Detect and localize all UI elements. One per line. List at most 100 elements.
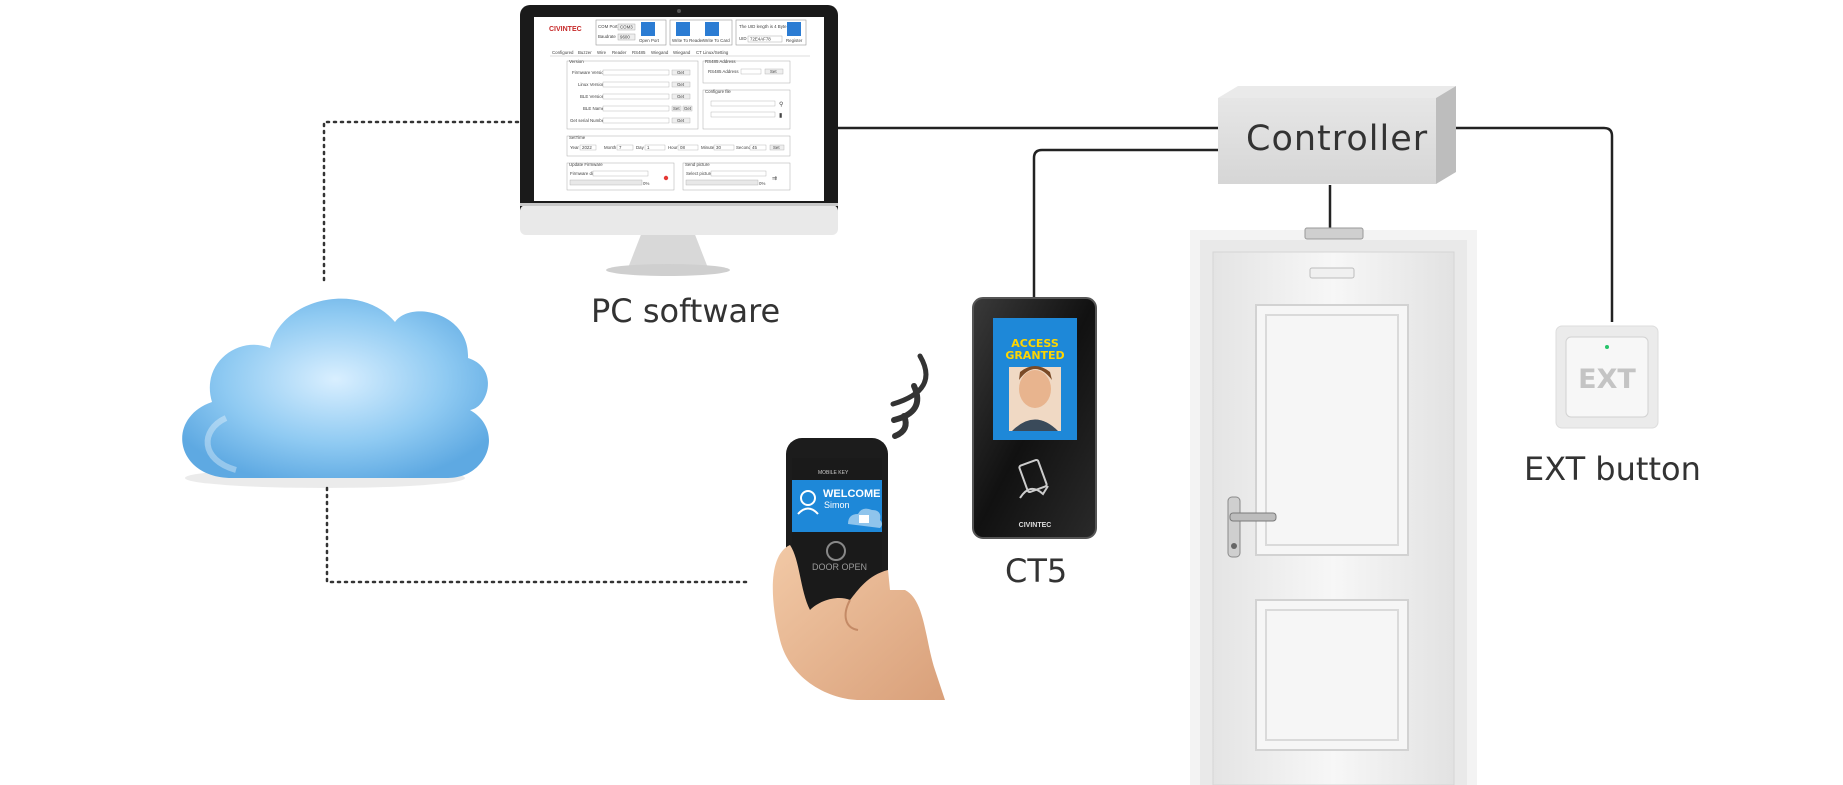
save-icon[interactable]: ▮ bbox=[779, 113, 782, 119]
svg-text:Update Firmware: Update Firmware bbox=[569, 162, 603, 167]
svg-text:Write To Reader: Write To Reader bbox=[672, 38, 704, 43]
tab-ct-linux-setting[interactable]: CT Linux/Setting bbox=[696, 50, 729, 55]
controller-label: Controller bbox=[1246, 119, 1429, 159]
network-dotted-lines bbox=[322, 120, 750, 584]
write-to-card-icon[interactable] bbox=[705, 22, 719, 36]
tab-wire[interactable]: Wire bbox=[597, 50, 607, 55]
svg-text:Set: Set bbox=[673, 106, 680, 111]
uid-input[interactable] bbox=[747, 35, 783, 43]
user-icon bbox=[800, 490, 816, 506]
baudrate-select[interactable] bbox=[617, 33, 636, 41]
version-rows: Firmware Version Get Linux Version Get B… bbox=[570, 69, 693, 124]
svg-text:Year: Year bbox=[570, 145, 579, 150]
svg-text:Open Port: Open Port bbox=[639, 38, 660, 43]
ext-button-label: EXT button bbox=[1524, 450, 1701, 488]
get-ble-version-button[interactable] bbox=[671, 93, 691, 100]
face-photo bbox=[1019, 370, 1051, 408]
svg-text:Month: Month bbox=[604, 145, 617, 150]
cloud-to-phone-line bbox=[325, 486, 750, 584]
pc-app-window: CIVINTEC COM Port COM3 Baudrate 9600 Ope… bbox=[549, 19, 810, 191]
svg-text:2022: 2022 bbox=[582, 145, 592, 150]
picture-progress bbox=[685, 179, 759, 186]
svg-text:1: 1 bbox=[647, 145, 650, 150]
ct5-reader bbox=[972, 297, 1097, 539]
svg-text:SetTime: SetTime bbox=[569, 135, 586, 140]
svg-text:Get serial Number: Get serial Number bbox=[570, 118, 606, 123]
get-ble-name-button[interactable] bbox=[682, 105, 693, 112]
set-rs485-button[interactable] bbox=[764, 68, 784, 75]
svg-text:Configure file: Configure file bbox=[705, 89, 731, 94]
svg-text:COM Port: COM Port bbox=[598, 24, 618, 29]
svg-text:Get: Get bbox=[677, 82, 685, 87]
svg-text:0%: 0% bbox=[643, 181, 649, 186]
open-port-icon[interactable] bbox=[641, 22, 655, 36]
phone-welcome: WELCOME bbox=[823, 488, 881, 500]
com-port-select[interactable] bbox=[617, 23, 636, 31]
svg-text:Minute: Minute bbox=[701, 145, 715, 150]
svg-text:Set: Set bbox=[773, 145, 780, 150]
svg-text:45: 45 bbox=[752, 145, 757, 150]
phone-header: MOBILE KEY bbox=[818, 470, 849, 476]
svg-text:The UID length is 4 Byte: The UID length is 4 Byte bbox=[739, 24, 787, 29]
get-serial-button[interactable] bbox=[671, 117, 691, 124]
svg-text:Second: Second bbox=[736, 145, 751, 150]
svg-text:RS485 Address: RS485 Address bbox=[708, 69, 739, 74]
write-to-reader-icon[interactable] bbox=[676, 22, 690, 36]
tab-wiegand-2[interactable]: Wiegand bbox=[673, 50, 691, 55]
controller-box bbox=[1218, 86, 1456, 184]
svg-text:7: 7 bbox=[619, 145, 622, 150]
svg-text:Register: Register bbox=[786, 38, 803, 43]
svg-text:Write To Card: Write To Card bbox=[703, 38, 730, 43]
svg-text:Get: Get bbox=[684, 106, 692, 111]
tab-wiegand-1[interactable]: Wiegand bbox=[651, 50, 669, 55]
svg-text:Hour: Hour bbox=[668, 145, 678, 150]
svg-text:BLE Version: BLE Version bbox=[580, 94, 605, 99]
send-icon[interactable]: ⇉ bbox=[772, 175, 777, 182]
svg-text:Get: Get bbox=[677, 94, 685, 99]
get-firmware-button[interactable] bbox=[671, 69, 691, 76]
ext-button-face[interactable]: EXT bbox=[1578, 364, 1636, 395]
pc-software-label: PC software bbox=[591, 292, 781, 330]
tab-reader[interactable]: Reader bbox=[612, 50, 627, 55]
firmware-progress bbox=[569, 179, 643, 186]
ct5-brand: CIVINTEC bbox=[1018, 522, 1052, 529]
svg-text:UID: UID bbox=[739, 36, 747, 41]
pc-monitor: CIVINTEC COM Port COM3 Baudrate 9600 Ope… bbox=[520, 5, 838, 276]
tab-rs485[interactable]: RS485 bbox=[632, 50, 646, 55]
link-icon[interactable]: ⚲ bbox=[779, 101, 783, 108]
svg-text:Firmware Version: Firmware Version bbox=[572, 70, 607, 75]
svg-text:Select picture: Select picture bbox=[686, 171, 713, 176]
wiring bbox=[836, 126, 1614, 322]
set-ble-name-button[interactable] bbox=[671, 105, 682, 112]
door-handle bbox=[1227, 496, 1241, 558]
register-icon[interactable] bbox=[787, 22, 801, 36]
svg-text:COM3: COM3 bbox=[620, 25, 633, 30]
svg-text:Firmware dir: Firmware dir bbox=[570, 171, 595, 176]
svg-text:Set: Set bbox=[770, 69, 777, 74]
get-linux-button[interactable] bbox=[671, 81, 691, 88]
svg-text:9600: 9600 bbox=[620, 35, 630, 40]
pc-app-tabs: Configured Buzzer Wire Reader RS485 Wieg… bbox=[552, 50, 729, 55]
tab-configured[interactable]: Configured bbox=[552, 50, 574, 55]
set-time-button[interactable] bbox=[769, 144, 785, 151]
ct5-access-line1: ACCESS bbox=[1011, 337, 1059, 350]
cloud-to-pc-line bbox=[322, 120, 520, 284]
svg-text:Baudrate: Baudrate bbox=[598, 34, 616, 39]
key-icon[interactable] bbox=[826, 541, 846, 561]
tab-buzzer[interactable]: Buzzer bbox=[578, 50, 592, 55]
svg-text:Day: Day bbox=[636, 145, 645, 150]
ext-button-device bbox=[1555, 325, 1659, 429]
card-tap-icon bbox=[1018, 458, 1049, 499]
svg-text:Version: Version bbox=[569, 59, 584, 64]
svg-text:Send picture: Send picture bbox=[685, 162, 710, 167]
stop-icon[interactable] bbox=[663, 175, 669, 181]
magnetic-lock bbox=[1304, 227, 1364, 240]
ct5-to-controller-wire bbox=[1032, 148, 1218, 298]
cloud-icon bbox=[182, 298, 489, 488]
wifi-signal-icon bbox=[890, 353, 929, 439]
pc-app-brand: CIVINTEC bbox=[549, 26, 582, 33]
svg-text:30: 30 bbox=[716, 145, 721, 150]
controller-to-ext-wire bbox=[1456, 126, 1614, 322]
svg-text:Get: Get bbox=[677, 70, 685, 75]
